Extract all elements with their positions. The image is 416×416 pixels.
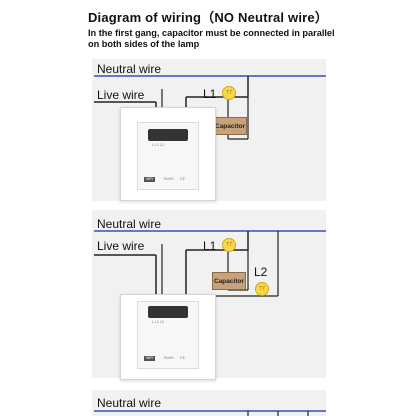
wiring-panel-3: Neutral wire xyxy=(92,390,326,416)
neutral-wire-label: Neutral wire xyxy=(97,217,162,231)
lamp-icon: T7 xyxy=(222,86,236,100)
wiring-panel-2: Neutral wire Live wire L1 T7 Capacitor L… xyxy=(92,210,326,380)
wifi-badge: WiFi xyxy=(144,356,156,361)
wifi-badge: WiFi xyxy=(144,177,156,182)
live-wire-label: Live wire xyxy=(97,88,145,102)
wiring-panel-1: Neutral wire Live wire L1 T7 Capacitor L… xyxy=(92,59,326,201)
wall-switch: L L1 L2 WiFi RoHS CE xyxy=(120,294,216,380)
neutral-wire-label: Neutral wire xyxy=(97,396,162,410)
terminal-block xyxy=(148,306,188,318)
diagram-title: Diagram of wiring（NO Neutral wire） xyxy=(87,10,329,25)
wall-switch: L L1 L2 WiFi RoHS CE xyxy=(120,107,216,201)
panel-3-wires xyxy=(94,410,326,416)
live-wire-label: Live wire xyxy=(97,239,145,253)
rohs-badge: RoHS xyxy=(164,356,174,360)
terminal-labels: L L1 L2 xyxy=(152,320,164,324)
terminal-block xyxy=(148,129,188,141)
neutral-wire-label: Neutral wire xyxy=(97,62,162,76)
l1-label: L1 xyxy=(203,87,217,101)
switch-module: L L1 L2 WiFi RoHS CE xyxy=(137,301,199,369)
lamp-icon: T7 xyxy=(255,282,269,296)
rohs-badge: RoHS xyxy=(164,177,174,181)
terminal-labels: L L1 L2 xyxy=(152,143,164,147)
ce-badge: CE xyxy=(180,356,185,360)
capacitor: Capacitor xyxy=(212,272,246,290)
l2-label: L2 xyxy=(254,265,268,279)
switch-module: L L1 L2 WiFi RoHS CE xyxy=(137,122,199,190)
wiring-note: In the first gang, capacitor must be con… xyxy=(88,28,335,49)
ce-badge: CE xyxy=(180,177,185,181)
lamp-icon: T7 xyxy=(222,238,236,252)
capacitor: Capacitor xyxy=(213,117,247,135)
l1-label: L1 xyxy=(203,239,217,253)
